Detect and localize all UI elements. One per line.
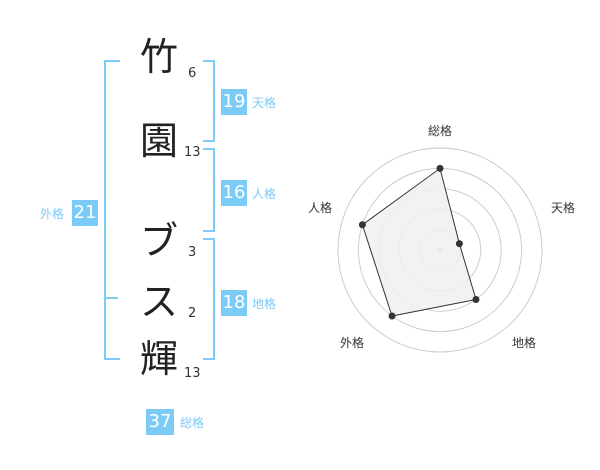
tenkaku-value: 19: [221, 89, 247, 115]
jinkaku-bracket: [203, 148, 215, 232]
stroke-count-4: 2: [188, 306, 197, 321]
jinkaku-label: 人格: [252, 187, 277, 201]
radar-ring-5: [337, 147, 543, 353]
jinkaku-value: 16: [221, 180, 247, 206]
name-char-3: ブ: [140, 219, 179, 263]
name-char-4: ス: [140, 280, 179, 324]
tenkaku-bracket: [203, 60, 215, 142]
chikaku-label: 地格: [252, 297, 277, 311]
gaikaku-label: 外格: [40, 207, 65, 221]
radar-label-soukaku: 総格: [428, 124, 453, 138]
radar-polygon: [361, 167, 477, 317]
radar-label-gaikaku: 外格: [340, 336, 365, 350]
radar-point-2: [455, 240, 463, 248]
radar-label-tenkaku: 天格: [551, 201, 576, 215]
soukaku-label: 総格: [180, 416, 205, 430]
tenkaku-label: 天格: [252, 96, 277, 110]
soukaku-value: 37: [146, 409, 174, 435]
gaikaku-bracket: [104, 60, 120, 360]
name-char-1: 竹: [140, 35, 179, 79]
radar-point-3: [472, 296, 480, 304]
chikaku-bracket: [203, 238, 215, 360]
stroke-count-2: 13: [184, 145, 201, 160]
chikaku-value: 18: [221, 290, 247, 316]
radar-point-4: [388, 312, 396, 320]
radar-point-1: [436, 164, 444, 172]
name-char-5: 輝: [140, 337, 179, 381]
stroke-count-3: 3: [188, 245, 197, 260]
gaikaku-bracket-divider: [104, 297, 118, 299]
radar-label-chikaku: 地格: [512, 336, 537, 350]
gaikaku-value: 21: [72, 200, 98, 226]
name-char-2: 園: [140, 119, 179, 163]
stroke-count-5: 13: [184, 366, 201, 381]
stroke-count-1: 6: [188, 66, 197, 81]
radar-label-jinkaku: 人格: [308, 201, 333, 215]
radar-point-5: [358, 221, 366, 229]
